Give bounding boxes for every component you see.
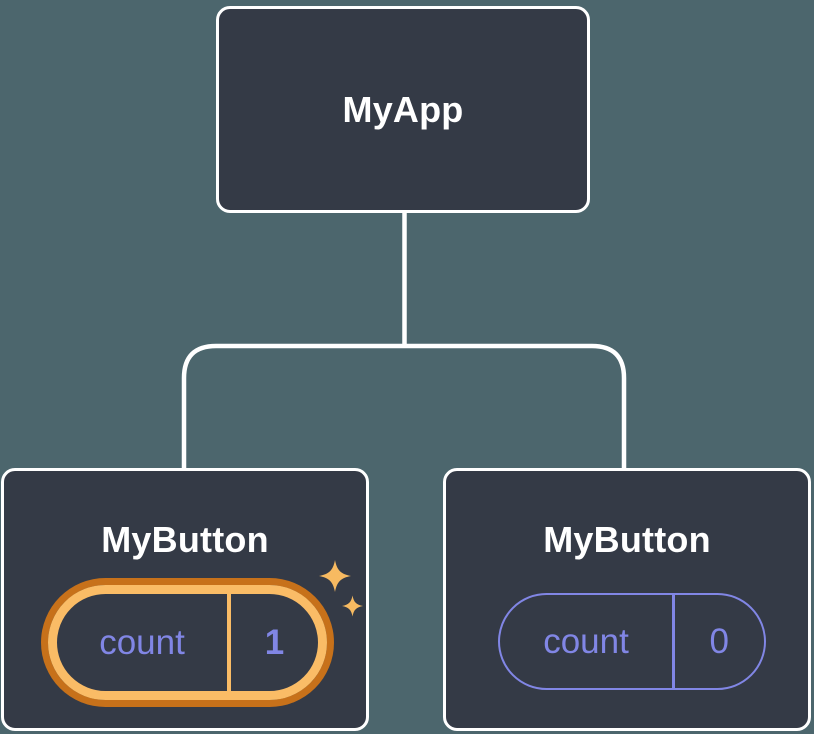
child-component-label: MyButton bbox=[101, 519, 269, 560]
state-value: 0 bbox=[709, 621, 729, 661]
child-component-node-left: MyButton count 1 bbox=[1, 468, 369, 731]
state-pill-plain: count 0 bbox=[498, 593, 766, 690]
root-component-node: MyApp bbox=[216, 6, 590, 213]
state-pill-divider bbox=[227, 594, 231, 691]
state-key: count bbox=[99, 622, 185, 662]
state-key: count bbox=[543, 621, 629, 661]
state-pill-divider bbox=[672, 595, 675, 688]
state-value: 1 bbox=[264, 622, 285, 662]
child-component-node-right: MyButton count 0 bbox=[443, 468, 811, 731]
root-component-label: MyApp bbox=[342, 88, 464, 130]
state-pill-highlighted: count 1 bbox=[48, 585, 327, 700]
connector-branch bbox=[181, 343, 627, 470]
child-component-label: MyButton bbox=[543, 519, 711, 560]
